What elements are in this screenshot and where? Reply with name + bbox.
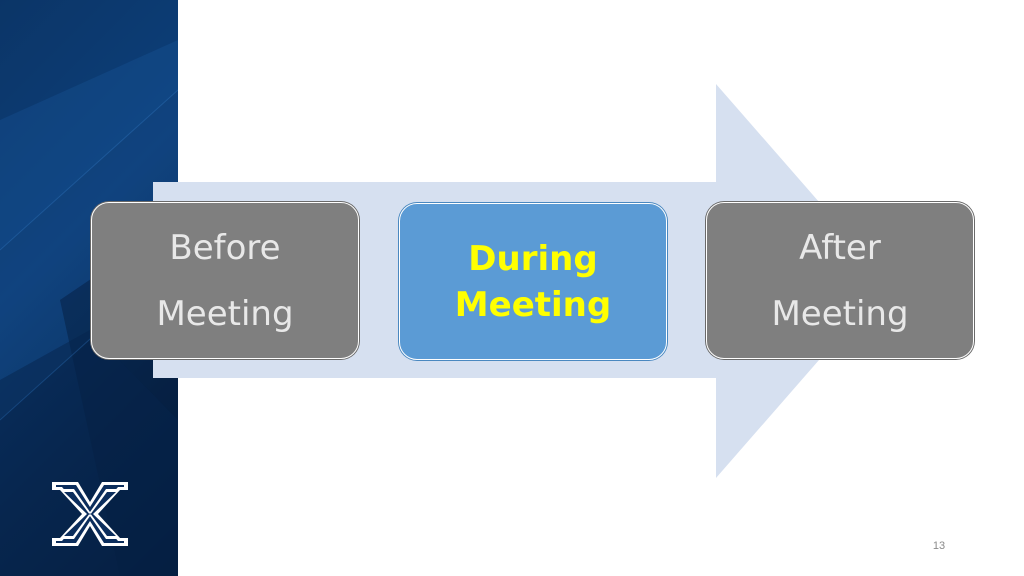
sidebar-panel [0,0,178,576]
step-before-line2: Meeting [156,293,294,334]
step-before-line1: Before [169,227,281,268]
step-during-line1: During [468,238,598,279]
page-number: 13 [932,540,946,552]
step-after-line1: After [799,227,881,268]
step-after-meeting: After Meeting [706,202,974,359]
step-before-meeting: Before Meeting [91,202,359,359]
step-during-line2: Meeting [454,284,612,325]
step-during-meeting: During Meeting [399,203,667,360]
xavier-x-logo-icon [52,482,128,546]
step-after-line2: Meeting [771,293,909,334]
